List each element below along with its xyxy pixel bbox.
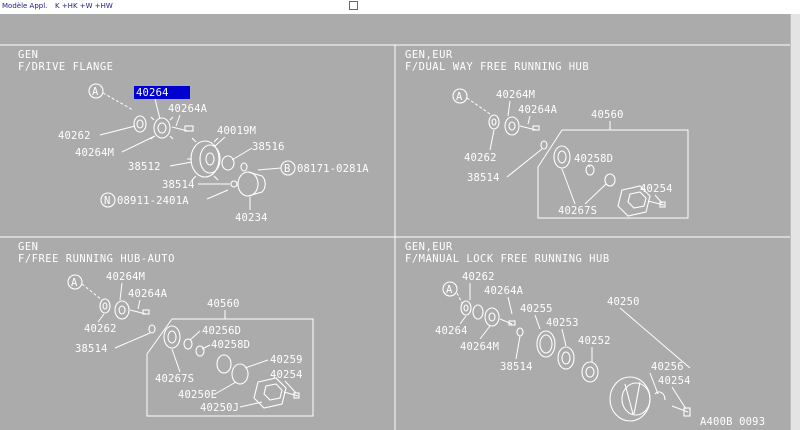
- part-40254-label-2[interactable]: 40254: [640, 183, 673, 195]
- part-40252-label-4[interactable]: 40252: [578, 335, 611, 347]
- hub-auto-assy: [163, 325, 300, 409]
- panel-3-line2: F/FREE RUNNING HUB-AUTO: [18, 253, 175, 265]
- part-40256d-label-3[interactable]: 40256D: [202, 325, 241, 337]
- panel-2-line1: GEN,EUR: [405, 49, 453, 61]
- part-40250-label-4[interactable]: 40250: [607, 296, 640, 308]
- part-40560-label-3[interactable]: 40560: [207, 298, 240, 310]
- ref-a-label-4: A: [446, 284, 453, 296]
- ref-n-label: N: [104, 195, 111, 207]
- panel-drive-flange: GEN F/DRIVE FLANGE A 40264 40264A: [18, 49, 369, 224]
- part-40250j-label-3[interactable]: 40250J: [200, 402, 239, 414]
- header-checkbox[interactable]: [349, 1, 358, 10]
- drive-flange-parts: [133, 115, 266, 197]
- assembly-bracket-3: [146, 318, 314, 417]
- ref-b-label: B: [284, 163, 291, 175]
- ref-circle-a-2: [452, 88, 468, 104]
- panel-manual-lock-hub: GEN,EUR F/MANUAL LOCK FREE RUNNING HUB 4…: [405, 241, 765, 428]
- part-40264m-label-3[interactable]: 40264M: [106, 271, 145, 283]
- part-40264a-label-2[interactable]: 40264A: [518, 104, 558, 116]
- part-40254-label-4[interactable]: 40254: [658, 375, 691, 387]
- panel-1-line1: GEN: [18, 49, 38, 61]
- ref-a-label-3: A: [71, 277, 78, 289]
- ref-a-label: A: [92, 86, 99, 98]
- panel-free-running-hub-auto: GEN F/FREE RUNNING HUB-AUTO A 40264M 402…: [18, 241, 314, 417]
- parts-diagram: GEN F/DRIVE FLANGE A 40264 40264A: [0, 14, 790, 430]
- part-40267s-label-3[interactable]: 40267S: [155, 373, 194, 385]
- panel-dividers: [0, 44, 790, 430]
- part-40255-label-4[interactable]: 40255: [520, 303, 553, 315]
- part-40262-label[interactable]: 40262: [58, 130, 91, 142]
- part-40256-label-4[interactable]: 40256: [651, 361, 684, 373]
- part-40267s-label-2[interactable]: 40267S: [558, 205, 597, 217]
- part-40259-label-3[interactable]: 40259: [270, 354, 303, 366]
- part-40560-label-2[interactable]: 40560: [591, 109, 624, 121]
- header-bar: Modèle Appl. K +HK +W +HW: [0, 0, 800, 14]
- part-38514-label[interactable]: 38514: [162, 179, 195, 191]
- part-40264m-label-4[interactable]: 40264M: [460, 341, 499, 353]
- part-40019m-label[interactable]: 40019M: [217, 125, 256, 137]
- panel-3-line1: GEN: [18, 241, 38, 253]
- ref-circle-a: [88, 83, 104, 99]
- hub-auto-parts: [99, 298, 156, 334]
- part-08171-label[interactable]: 08171-0281A: [297, 163, 369, 175]
- part-40258d-label-2[interactable]: 40258D: [574, 153, 613, 165]
- part-40264a-label-4[interactable]: 40264A: [484, 285, 524, 297]
- part-40264a-label-3[interactable]: 40264A: [128, 288, 168, 300]
- part-40264m-label-2[interactable]: 40264M: [496, 89, 535, 101]
- panel-1-line2: F/DRIVE FLANGE: [18, 61, 114, 73]
- part-40264a-label[interactable]: 40264A: [168, 103, 208, 115]
- assembly-bracket-2: [537, 129, 689, 219]
- vertical-scrollbar[interactable]: [790, 14, 800, 430]
- dual-way-hub-assy: [553, 145, 666, 217]
- part-40264-label-4[interactable]: 40264: [435, 325, 468, 337]
- panel-2-line2: F/DUAL WAY FREE RUNNING HUB: [405, 61, 589, 73]
- part-40262-label-4[interactable]: 40262: [462, 271, 495, 283]
- part-38514-label-2[interactable]: 38514: [467, 172, 500, 184]
- drawing-code: A400B 0093: [700, 416, 765, 428]
- part-38514-label-3[interactable]: 38514: [75, 343, 108, 355]
- panel-4-line1: GEN,EUR: [405, 241, 453, 253]
- part-40253-label-4[interactable]: 40253: [546, 317, 579, 329]
- part-38516-label[interactable]: 38516: [252, 141, 285, 153]
- part-40262-label-2[interactable]: 40262: [464, 152, 497, 164]
- ref-circle-a-3: [67, 274, 83, 290]
- part-38514-label-4[interactable]: 38514: [500, 361, 533, 373]
- part-40262-label-3[interactable]: 40262: [84, 323, 117, 335]
- part-40234-label[interactable]: 40234: [235, 212, 268, 224]
- part-40264-label: 40264: [136, 87, 169, 99]
- part-38512-label[interactable]: 38512: [128, 161, 161, 173]
- part-40250e-label-3[interactable]: 40250E: [178, 389, 217, 401]
- panel-dual-way-hub: GEN,EUR F/DUAL WAY FREE RUNNING HUB A 40…: [405, 49, 689, 219]
- selected-part-40264[interactable]: 40264: [134, 86, 190, 99]
- dual-way-hub-parts: [488, 114, 548, 150]
- part-08911-label[interactable]: 08911-2401A: [117, 195, 189, 207]
- model-label: Modèle Appl.: [2, 2, 48, 10]
- ref-circle-n: [100, 192, 116, 208]
- part-40258d-label-3[interactable]: 40258D: [211, 339, 250, 351]
- ref-a-label-2: A: [456, 91, 463, 103]
- model-flags: K +HK +W +HW: [55, 2, 113, 10]
- panel-4-line2: F/MANUAL LOCK FREE RUNNING HUB: [405, 253, 610, 265]
- part-40254-label-3[interactable]: 40254: [270, 369, 303, 381]
- part-40264m-label[interactable]: 40264M: [75, 147, 114, 159]
- ref-circle-a-4: [442, 281, 458, 297]
